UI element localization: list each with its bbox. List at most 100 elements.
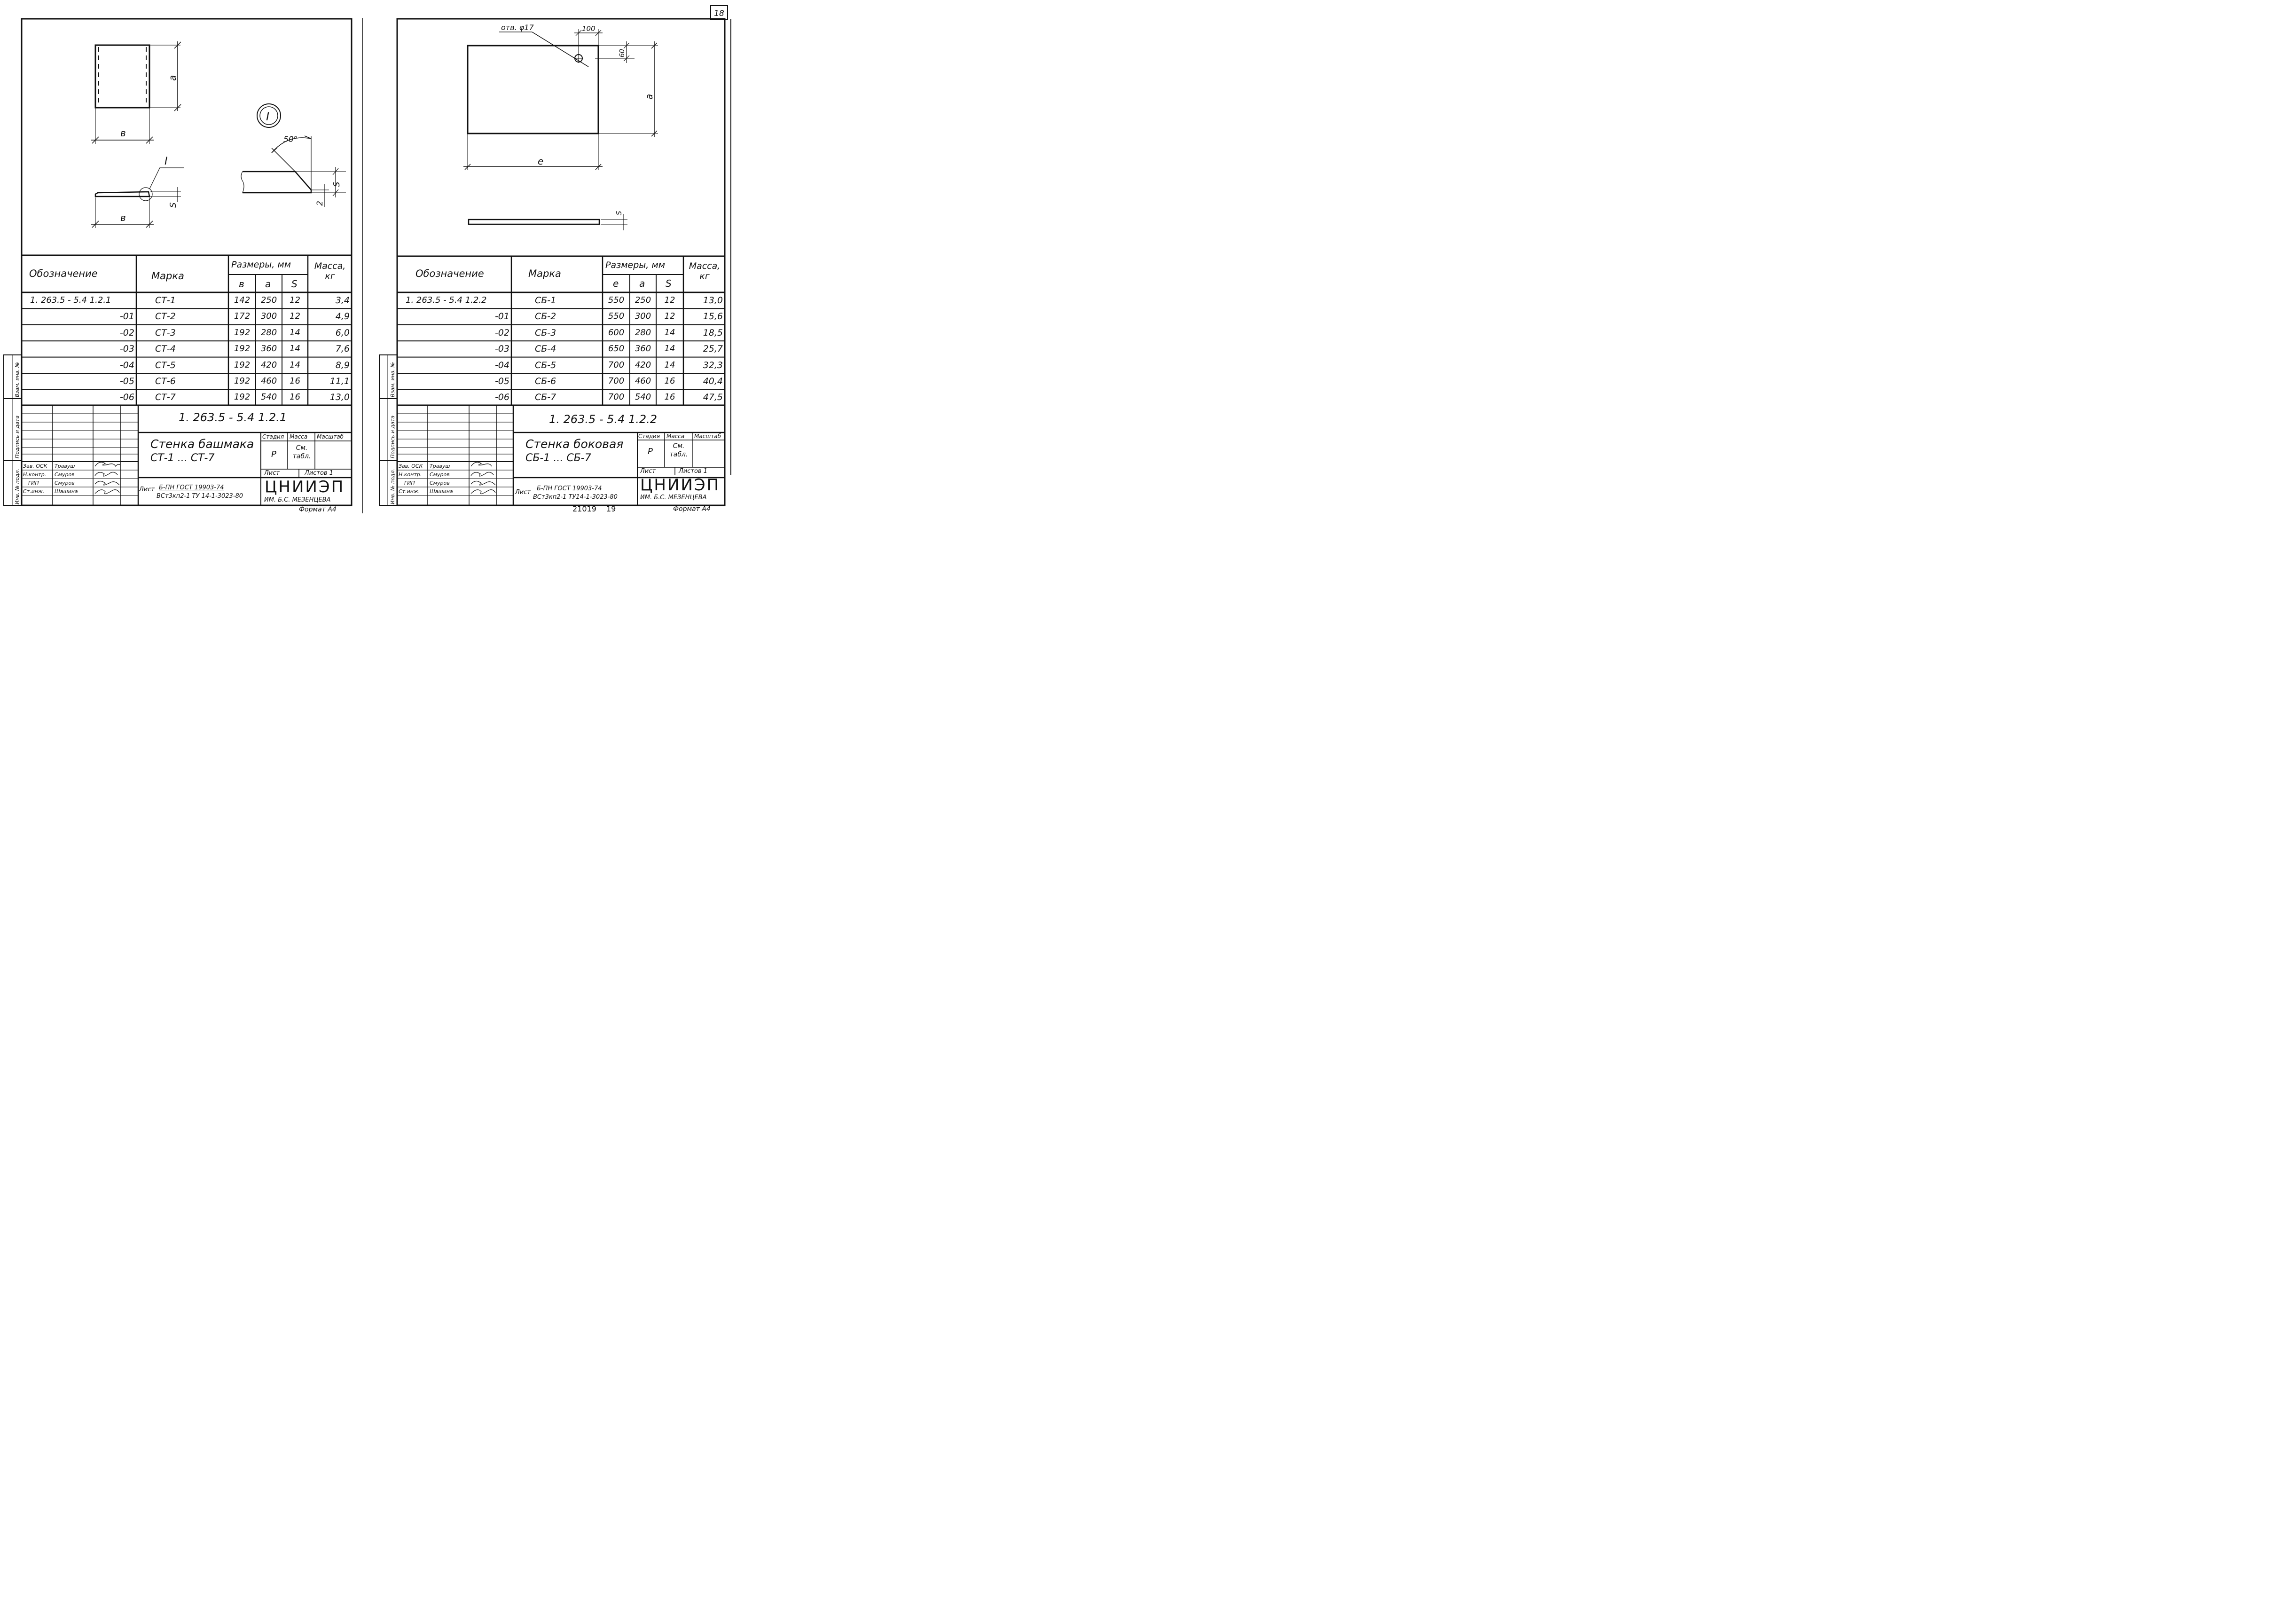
row-c1: 600 xyxy=(608,327,625,338)
row-c2: 460 xyxy=(260,376,277,386)
row-mark: СБ-5 xyxy=(535,360,556,370)
s1-header-dims: Размеры, мм xyxy=(231,259,291,270)
s1-org-sub: ИМ. Б.С. МЕЗЕНЦЕВА xyxy=(264,496,331,503)
s2-header-designation: Обозначение xyxy=(415,268,484,279)
row-mass: 47,5 xyxy=(703,392,723,403)
hole-label: отв. φ17 xyxy=(501,23,534,32)
s1-material-line2: ВСт3кп2-1 ТУ 14-1-3023-80 xyxy=(157,493,243,500)
row-mark: СБ-4 xyxy=(535,344,556,354)
row-c3: 14 xyxy=(290,327,300,338)
row-mark: СБ-6 xyxy=(535,376,556,386)
sheet-1-title-block-grid xyxy=(22,404,352,505)
detail-bevel-view: 50° S 2 xyxy=(241,135,346,207)
s1-header-col2: a xyxy=(265,278,271,290)
row-designation: -04 xyxy=(494,360,509,370)
dim-e-label: e xyxy=(538,156,543,167)
row-c2: 280 xyxy=(260,327,277,338)
row-c1: 192 xyxy=(234,392,251,402)
dim-s-label: S xyxy=(168,203,178,208)
row-c1: 700 xyxy=(608,376,625,386)
dim-a2-label: a xyxy=(643,94,655,100)
page-number: 18 xyxy=(714,9,724,18)
s2-sheet-label: Лист xyxy=(640,468,656,475)
row-c1: 650 xyxy=(608,344,625,354)
s1-role-2: Н.контр. xyxy=(23,471,47,478)
row-designation: -02 xyxy=(494,327,509,338)
sheet-1-side-stamp: Взам. инв. № Подпись и дата Инв. № подл. xyxy=(3,354,22,506)
row-c2: 540 xyxy=(260,392,277,402)
s1-sheets-label: Листов 1 xyxy=(305,470,333,477)
s2-org-sub: ИМ. Б.С. МЕЗЕНЦЕВА xyxy=(640,494,707,501)
s2-name-3: Смуров xyxy=(430,480,450,486)
dim-angle-label: 50° xyxy=(283,135,298,144)
s2-scale-label: Масштаб xyxy=(694,433,721,440)
row-c3: 16 xyxy=(664,392,675,402)
sheet-2-plate-edge: S xyxy=(468,211,627,230)
row-mass: 4,9 xyxy=(335,311,350,322)
s2-role-2: Н.контр. xyxy=(399,471,422,478)
row-mass: 25,7 xyxy=(703,344,723,354)
s2-header-mass: Масса, кг xyxy=(689,261,721,282)
s1-doc-code: 1. 263.5 - 5.4 1.2.1 xyxy=(179,411,287,424)
row-c1: 700 xyxy=(608,392,625,402)
s2-material-line1: Б-ПН ГОСТ 19903-74 xyxy=(537,485,602,492)
row-c1: 192 xyxy=(234,327,251,338)
s1-org-name: ЦНИИЭП xyxy=(265,478,345,496)
callout-label: I xyxy=(165,156,168,167)
drawing-canvas: 18 Взам. инв. № Подпись и дата Инв. № по… xyxy=(3,5,731,513)
row-designation: -03 xyxy=(494,344,509,354)
s2-name-2: Смуров xyxy=(430,471,450,478)
row-c3: 16 xyxy=(290,392,300,402)
s1-role-4: Ст.инж. xyxy=(23,488,45,495)
row-c1: 172 xyxy=(234,311,251,322)
s2-header-mark: Марка xyxy=(528,268,561,279)
row-c3: 14 xyxy=(290,344,300,354)
s2-stage-label: Стадия xyxy=(638,433,660,440)
row-designation: -01 xyxy=(494,311,509,322)
s1-title-line2: СТ-1 ... СТ-7 xyxy=(150,452,215,464)
row-c3: 14 xyxy=(290,360,300,370)
row-c2: 460 xyxy=(635,376,651,386)
drawing-page: 18 Взам. инв. № Подпись и дата Инв. № по… xyxy=(0,0,737,515)
s2-format: Формат А4 xyxy=(673,505,711,513)
s1-role-1: Зав. ОСК xyxy=(23,463,47,469)
s1-sheet-label: Лист xyxy=(264,470,280,477)
s2-title-line1: Стенка боковая xyxy=(525,437,624,451)
footer-code: 21019 xyxy=(572,504,596,513)
row-mark: СТ-2 xyxy=(155,311,176,322)
row-c2: 540 xyxy=(635,392,651,402)
side-stamp-vzam: Взам. инв. № xyxy=(14,362,20,397)
sheet-1-plate-section: I в S xyxy=(91,156,184,228)
detail-mark-label: I xyxy=(266,110,269,123)
page-number-box: 18 xyxy=(710,5,728,20)
row-c3: 14 xyxy=(664,327,675,338)
row-c2: 280 xyxy=(635,327,651,338)
row-designation: -01 xyxy=(119,311,134,322)
s2-stage-value: Р xyxy=(648,447,653,456)
row-c2: 250 xyxy=(260,295,277,305)
row-c1: 700 xyxy=(608,360,625,370)
s2-mass-label: Масса xyxy=(666,433,685,440)
s2-sheets-label: Листов 1 xyxy=(679,468,707,475)
sheet-2: Взам. инв. № Подпись и дата Инв. № подл.… xyxy=(379,18,726,506)
row-mass: 13,0 xyxy=(329,392,350,403)
dim-s2-label: S xyxy=(332,182,342,187)
s2-title-line2: СБ-1 ... СБ-7 xyxy=(525,452,591,464)
dim-s3-label: S xyxy=(615,211,623,215)
side-stamp-vzam-2: Взам. инв. № xyxy=(390,362,396,397)
sheet-1-plate-top-view: a в xyxy=(91,41,181,144)
row-mass: 15,6 xyxy=(703,311,723,322)
row-c2: 420 xyxy=(260,360,277,370)
s1-header-mark: Марка xyxy=(151,270,184,282)
s2-role-3: ГИП xyxy=(404,480,415,486)
row-mark: СТ-4 xyxy=(155,344,176,354)
row-c2: 300 xyxy=(635,311,651,322)
row-mark: СТ-5 xyxy=(155,360,176,370)
sheet-2-signatures xyxy=(470,462,496,495)
s1-format: Формат А4 xyxy=(299,506,337,513)
s1-material-prefix: Лист xyxy=(139,486,155,493)
row-mass: 7,6 xyxy=(335,344,350,354)
row-designation: -04 xyxy=(119,360,134,370)
side-stamp-podpis-2: Подпись и дата xyxy=(390,416,396,458)
row-c3: 12 xyxy=(290,295,300,305)
